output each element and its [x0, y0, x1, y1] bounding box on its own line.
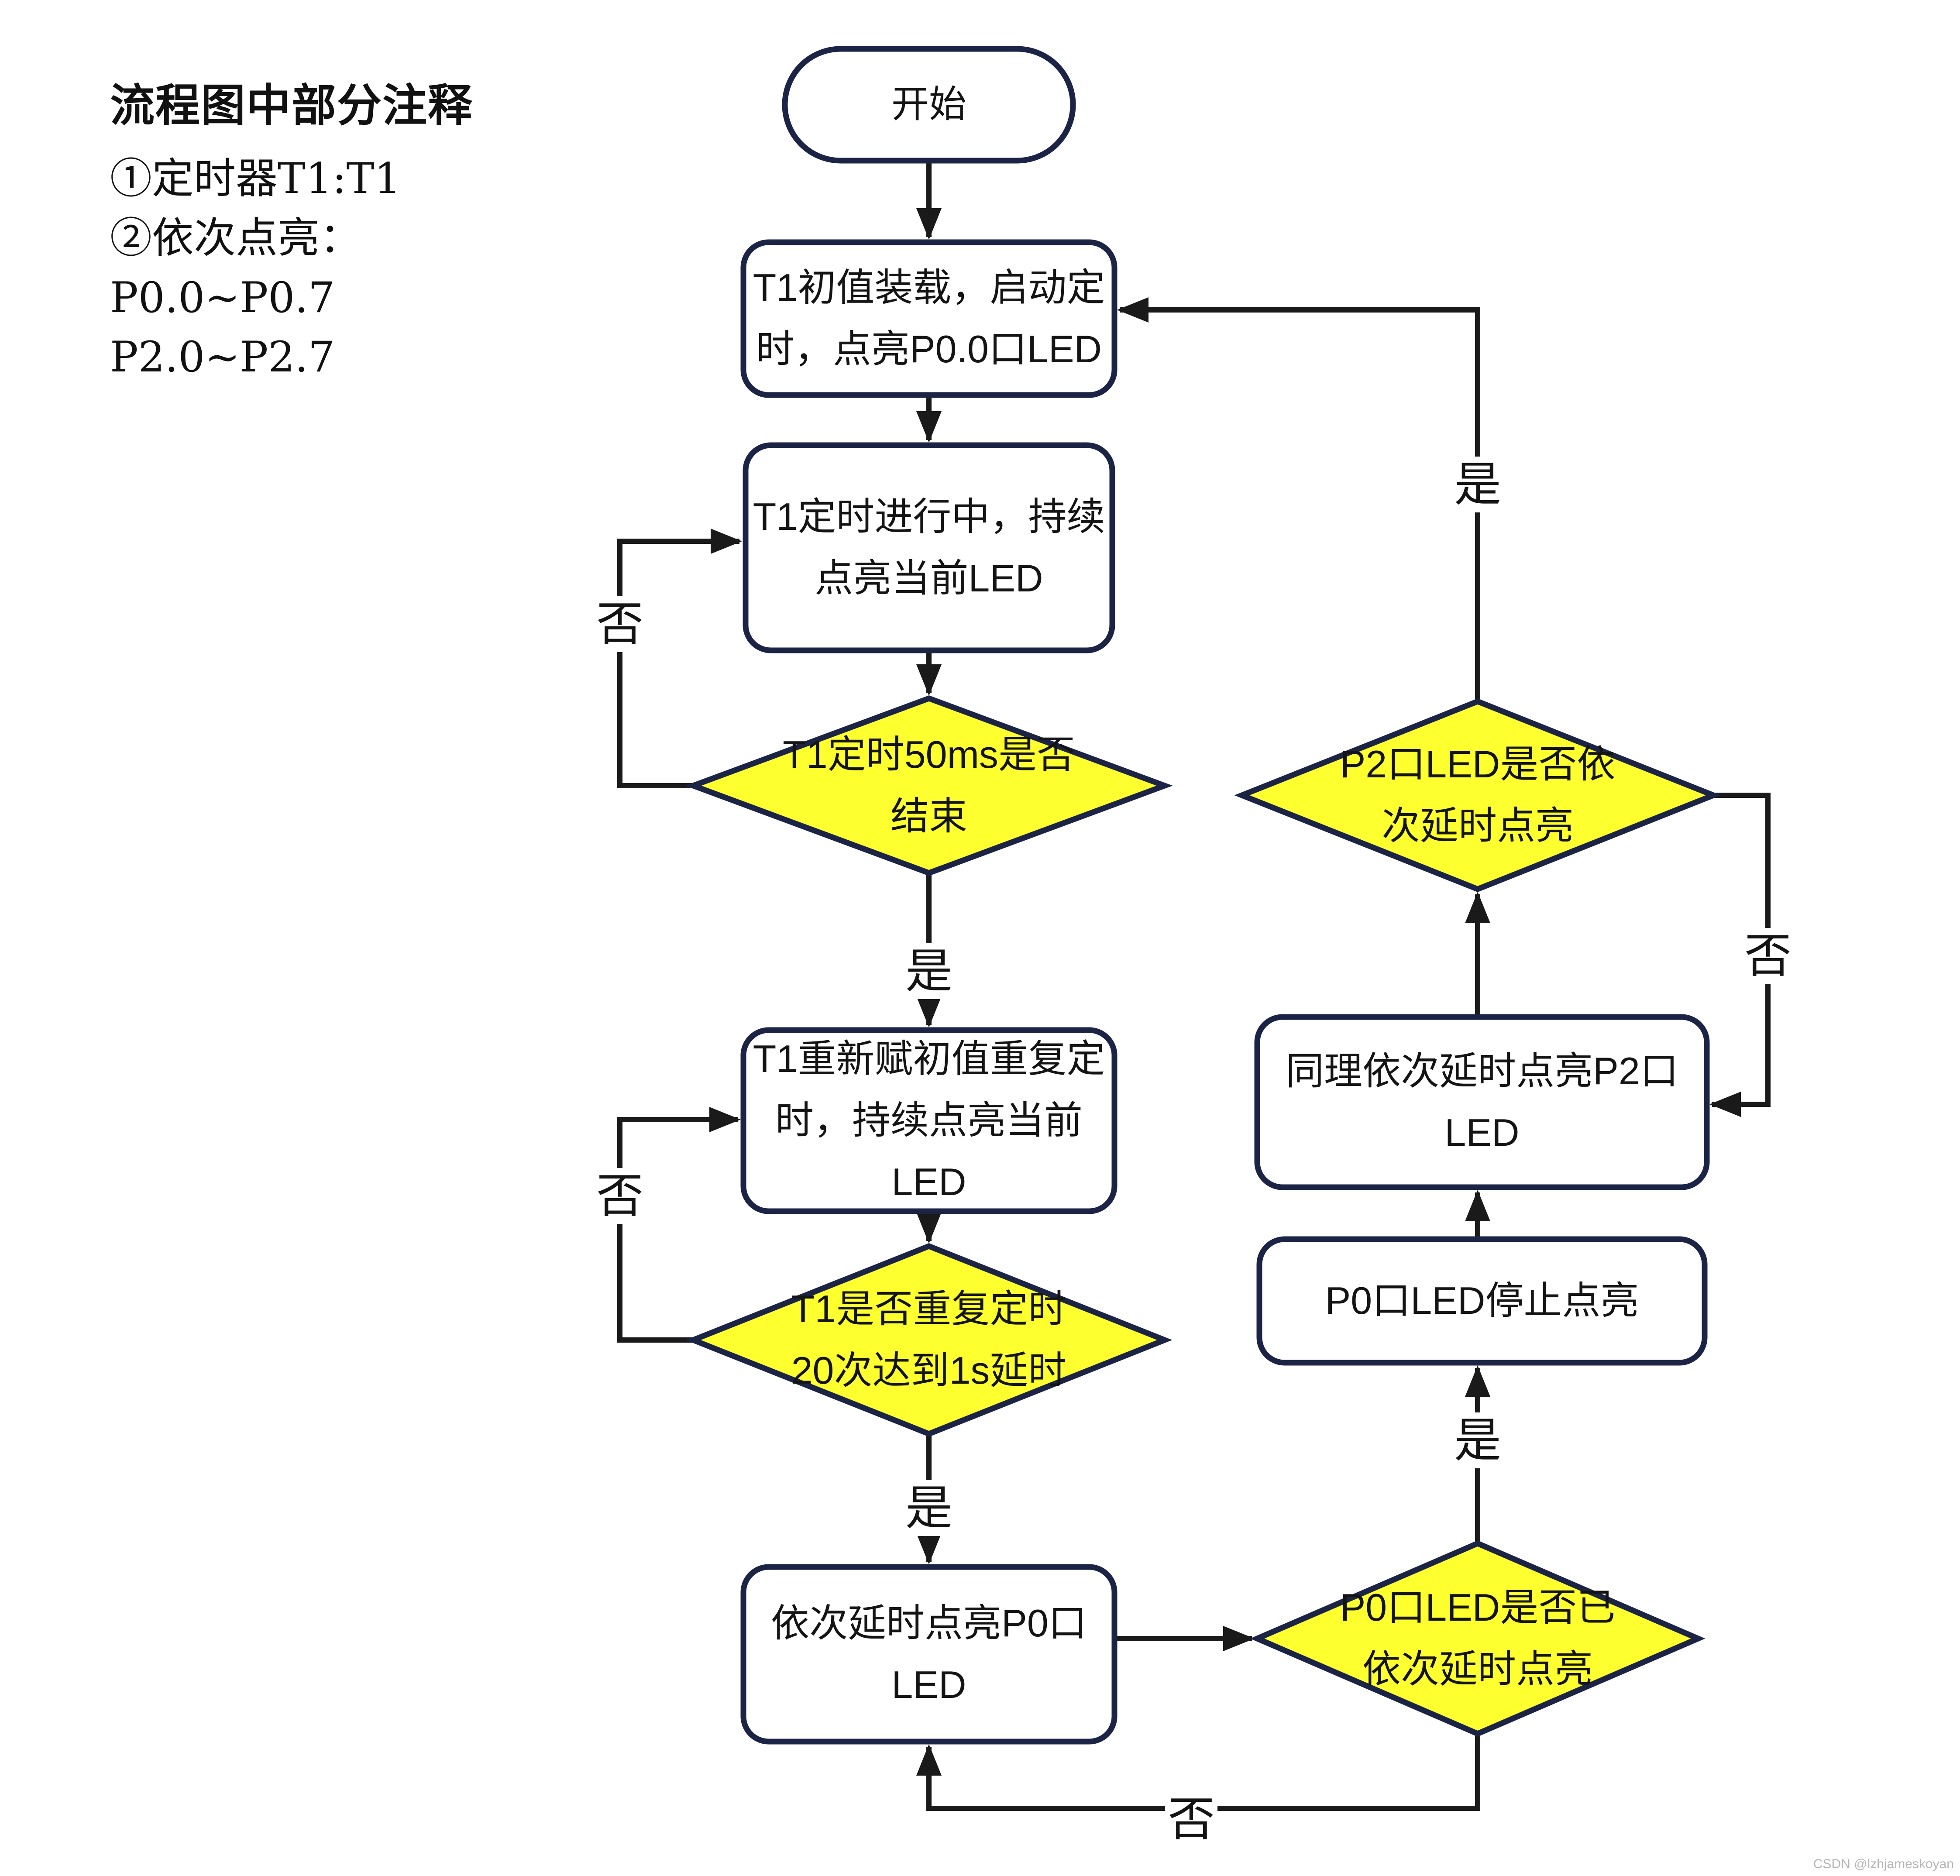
light-p0-shape	[740, 1564, 1118, 1745]
timing-text: T1定时进行中，持续 点亮当前LED	[753, 495, 1105, 600]
load-t1-text: T1初值装载，启动定 时，点亮P0.0口LED	[753, 266, 1105, 371]
annotation-line-2: ②依次点亮：	[110, 213, 361, 263]
edge-d20x-no-loop	[617, 1107, 741, 1343]
start-node-shape	[782, 46, 1076, 164]
edge-dp2-yes	[1117, 297, 1480, 701]
decision-p0-done-text: P0口LED是否已 依次延时点亮	[1340, 1586, 1616, 1690]
timing-shape	[743, 442, 1115, 653]
load-t1-shape	[740, 239, 1118, 398]
start-node-label: 开始	[891, 83, 966, 126]
decision-50ms-shape	[685, 695, 1173, 876]
label-yes-d20x: 是	[902, 1480, 956, 1536]
decision-50ms-text: T1定时50ms是否 结束	[783, 733, 1075, 838]
annotation-title: 流程图中部分注释	[110, 81, 473, 131]
annotation-block: 流程图中部分注释 ①定时器T1:T1 ②依次点亮： P0.0~P0.7 P2.0…	[110, 70, 612, 387]
label-yes-dp0: 是	[1451, 1412, 1504, 1468]
light-p2-text: 同理依次延时点亮P2口 LED	[1286, 1049, 1678, 1154]
light-p0-text: 依次延时点亮P0口 LED	[771, 1601, 1087, 1706]
label-yes-dp2: 是	[1451, 457, 1504, 512]
label-no-dp0: 否	[1165, 1791, 1218, 1847]
label-no-d50ms: 否	[593, 596, 646, 652]
watermark-text: CSDN @lzhjameskoyan	[1813, 1857, 1954, 1871]
decision-p2-done-text: P2口LED是否依 次延时点亮	[1340, 742, 1616, 847]
decision-20x-text: T1是否重复定时 20次达到1s延时	[791, 1287, 1067, 1392]
label-yes-d50ms: 是	[902, 943, 956, 999]
decision-20x-shape	[685, 1243, 1173, 1437]
annotation-line-3: P0.0~P0.7	[110, 273, 335, 322]
p0-stop-shape	[1256, 1236, 1708, 1366]
label-no-d20x: 否	[593, 1168, 646, 1224]
annotation-line-4: P2.0~P2.7	[110, 332, 335, 381]
decision-p2-done-shape	[1234, 698, 1721, 892]
edge-d50ms-no-loop	[617, 529, 742, 788]
label-no-dp2: 否	[1741, 928, 1795, 984]
p0-stop-text: P0口LED停止点亮	[1325, 1279, 1639, 1323]
reload-text: T1重新赋初值重复定 时，持续点亮当前 LED	[753, 1037, 1105, 1203]
reload-shape	[740, 1027, 1118, 1214]
annotation-line-1: ①定时器T1:T1	[110, 154, 401, 203]
light-p2-shape	[1254, 1014, 1710, 1190]
decision-p0-done-shape	[1250, 1540, 1706, 1737]
